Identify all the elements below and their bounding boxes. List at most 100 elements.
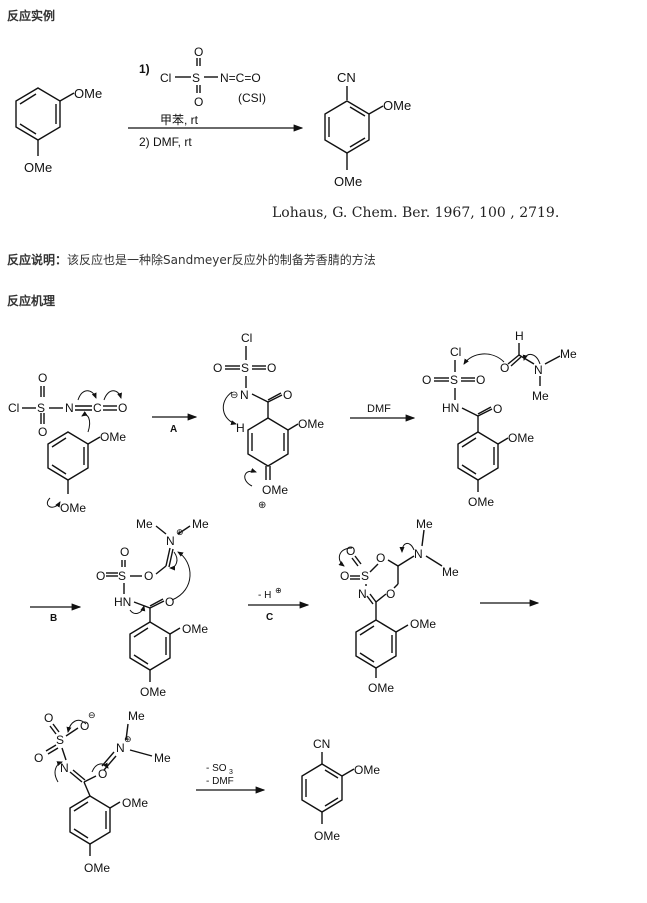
literature-reference: Lohaus, G. Chem. Ber. 1967, 100 , 2719. [272,205,560,221]
mech3-o-left: O [422,373,431,387]
mech6-o-minus: O [80,719,89,733]
mech-arrow-dmf: DMF [350,403,416,422]
mech7-ome-1: OMe [354,763,380,777]
mech-minus-so3: - SO [206,763,227,774]
mech3-me-2: Me [532,389,549,403]
mech1-o-top: O [38,371,47,385]
mech5-n-amine: N [414,547,423,561]
mech5-o-ring-1: O [376,551,385,565]
reaction-arrow-main: 甲苯, rt 2) DMF, rt [128,113,304,149]
mech1-o-bottom: O [38,425,47,439]
mech4-o-link: O [144,569,153,583]
mech-label-a: A [170,424,177,435]
mech3-n-dmf: N [534,363,543,377]
mech2-o-right: O [267,361,276,375]
step1-number: 1) [139,62,150,76]
mech4-hn: HN [114,595,131,609]
mech4-me-1: Me [136,517,153,531]
csi-cl: Cl [160,71,171,85]
mech-sigma-complex: Cl O S O N ⊖ O H OMe OMe ⊕ [213,331,324,511]
mech-arrow-c: - H ⊕ C [248,586,310,623]
csi-reagent: 1) Cl S O O N=C=O (CSI) [139,45,266,109]
mech3-o-dmf: O [500,361,509,375]
mech5-o-top: O [346,544,355,558]
mech1-ome-2: OMe [60,501,86,515]
mech6-o-charge: ⊖ [88,710,96,720]
mech4-ome-1: OMe [182,622,208,636]
mech5-me-1: Me [416,517,433,531]
product-nitrile: CN OMe OMe [324,70,411,189]
mech3-cl: Cl [450,345,461,359]
mech5-n-ring: N [358,587,367,601]
mech-sulfonylamide-dmf: Cl O S O HN O OMe OMe H [422,329,577,509]
csi-s: S [192,71,200,85]
csi-o-top: O [194,45,203,59]
mech6-o-left: O [34,751,43,765]
mech6-me-1: Me [128,709,145,723]
mech7-cn: CN [313,737,330,751]
mech5-s: S [361,569,369,583]
mech2-o-charge: ⊕ [258,500,266,511]
csi-nco: N=C=O [220,71,261,85]
mech6-o-ring: O [98,767,107,781]
description-text: 该反应也是一种除Sandmeyer反应外的制备芳香腈的方法 [67,253,376,267]
mech-so3-subscript: 3 [229,769,233,776]
mech4-n-charge: ⊕ [176,527,184,537]
mech-minus-h: - H [258,590,271,601]
mech5-o-left: O [340,569,349,583]
mech2-o-left: O [213,361,222,375]
mech6-o-top: O [44,711,53,725]
mech5-ome-2: OMe [368,681,394,695]
mech3-o-carbonyl: O [493,402,502,416]
mech2-s: S [241,361,249,375]
product-ome-2: OMe [334,174,362,189]
mech1-c: C [93,401,102,415]
mech6-me-2: Me [154,751,171,765]
mech6-n: N [60,761,69,775]
mech5-me-2: Me [442,565,459,579]
product-cn: CN [337,70,356,85]
reactant-ome-2: OMe [24,160,52,175]
mech1-cl: Cl [8,401,19,415]
mech-dmf-label: DMF [367,403,391,415]
mech1-o-nco: O [118,401,127,415]
mech1-n: N [65,401,74,415]
mech2-o-carbonyl: O [283,388,292,402]
conditions-step-1: 甲苯, rt [160,113,199,127]
mech4-o-top: O [120,545,129,559]
mech4-s: S [118,569,126,583]
mech2-ome-1: OMe [298,417,324,431]
mech-minus-dmf: - DMF [206,776,234,787]
mech-label-c: C [266,612,273,623]
mech3-hn: HN [442,401,459,415]
mech2-cl: Cl [241,331,252,345]
mech-arrow-final: - SO 3 - DMF [196,763,266,794]
mech2-h: H [236,421,245,435]
mech5-ome-1: OMe [410,617,436,631]
mechanism-heading: 反应机理 [7,294,56,308]
mech-label-b: B [50,613,57,624]
mech6-ome-1: OMe [122,796,148,810]
description-paragraph: 反应说明：该反应也是一种除Sandmeyer反应外的制备芳香腈的方法 [7,251,376,268]
mech6-s: S [56,733,64,747]
mech6-ome-2: OMe [84,861,110,875]
reactant-dimethoxybenzene: OMe OMe [15,86,102,175]
mech3-ome-1: OMe [508,431,534,445]
mech1-ome-1: OMe [100,430,126,444]
mech-fragmenting-intermediate: O S O ⊖ O N O N ⊕ Me Me [34,709,171,875]
conditions-step-2: 2) DMF, rt [139,135,192,149]
mech-final-product: CN OMe OMe [301,737,380,843]
mech6-n-iminium: N [116,741,125,755]
mech6-n-charge: ⊕ [124,734,132,744]
example-heading: 反应实例 [7,9,56,23]
mech5-o-ring-2: O [386,587,395,601]
description-label: 反应说明： [7,253,68,267]
mech2-n-charge: ⊖ [230,390,238,401]
mech-cyclic-intermediate: O O S O O N N Me Me [338,517,459,695]
mech3-o-right: O [476,373,485,387]
mech3-ome-2: OMe [468,495,494,509]
reactant-ome-1: OMe [74,86,102,101]
mech-arrow-a: A [152,413,198,435]
